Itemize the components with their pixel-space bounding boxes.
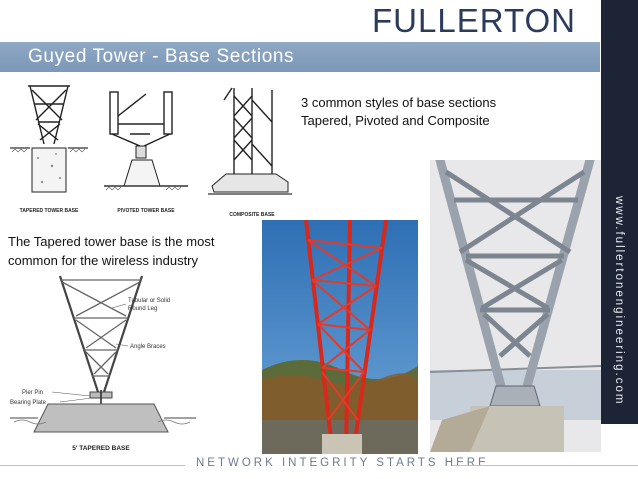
composite-caption: COMPOSITE BASE: [229, 212, 275, 218]
base-styles-note: 3 common styles of base sections Tapered…: [301, 94, 581, 130]
tapered-note: The Tapered tower base is the most commo…: [8, 232, 260, 270]
slide-title: Guyed Tower - Base Sections: [28, 46, 295, 67]
tapered-note-line-1: The Tapered tower base is the most: [8, 234, 215, 249]
footer-divider-left: [0, 465, 185, 466]
pivoted-caption: PIVOTED TOWER BASE: [117, 208, 175, 214]
pier-pin-label: Pier Pin: [22, 390, 43, 396]
composite-base-drawing: COMPOSITE BASE: [204, 86, 294, 220]
brace-label: Angle Braces: [130, 344, 166, 350]
tapered-base-drawing: TAPERED TOWER BASE: [8, 82, 90, 217]
base-styles-line-1: 3 common styles of base sections: [301, 95, 497, 110]
website-url: www.fullertonengineering.com: [613, 196, 625, 406]
grey-tower-photo: [430, 160, 601, 452]
footer-divider-right: [452, 465, 638, 466]
side-bar: [601, 0, 638, 424]
base-styles-line-2: Tapered, Pivoted and Composite: [301, 113, 490, 128]
leg-label-1: Tubular or Solid: [128, 298, 170, 304]
tapered-note-line-2: common for the wireless industry: [8, 253, 199, 268]
tapered-base-detail-drawing: Tubular or Solid Round Leg Angle Braces …: [8, 272, 198, 460]
title-band: Guyed Tower - Base Sections: [0, 42, 600, 72]
bearing-plate-label: Bearing Plate: [10, 400, 47, 406]
pivoted-base-drawing: PIVOTED TOWER BASE: [100, 88, 192, 218]
leg-label-2: Round Leg: [128, 306, 157, 312]
brand-logo: FULLERTON: [372, 2, 577, 39]
detail-caption: 5' TAPERED BASE: [72, 445, 130, 452]
red-tower-photo: [262, 220, 418, 454]
footer-tagline: NETWORK INTEGRITY STARTS HERE: [196, 457, 489, 469]
tapered-caption: TAPERED TOWER BASE: [20, 208, 79, 214]
